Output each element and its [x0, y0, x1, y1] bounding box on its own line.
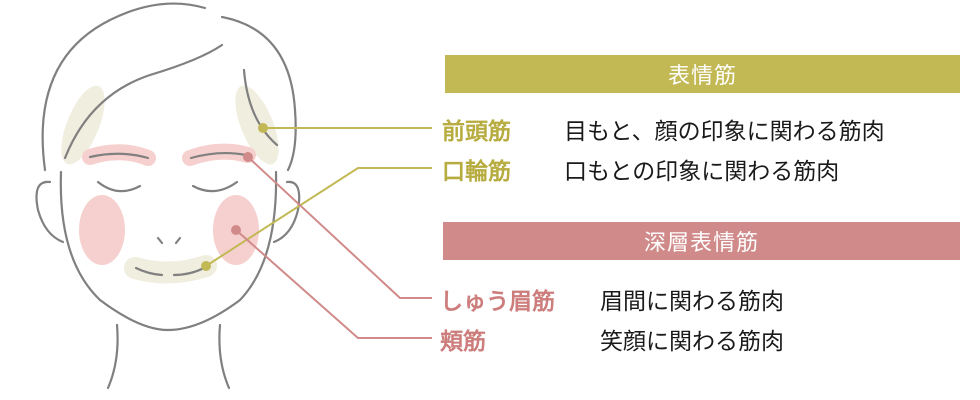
muscle-row-frontalis: 前頭筋 目もと、顔の印象に関わる筋肉: [442, 112, 885, 146]
muscle-name: 頬筋: [440, 329, 486, 355]
muscle-row-buccinator: 頬筋 笑顔に関わる筋肉: [440, 322, 784, 356]
muscle-description: 口もとの印象に関わる筋肉: [564, 159, 840, 185]
face-outline: [35, 2, 301, 390]
leader-lines: [205, 127, 432, 339]
leader-buccinator: [235, 229, 432, 339]
muscle-description: 眉間に関わる筋肉: [600, 289, 784, 315]
leader-dots: [201, 123, 268, 271]
leader-orbicularis: [205, 167, 432, 267]
muscle-row-orbicularis: 口輪筋 口もとの印象に関わる筋肉: [442, 152, 839, 186]
muscle-description: 笑顔に関わる筋肉: [600, 329, 784, 355]
surface-muscles-header: 表情筋: [445, 55, 960, 93]
muscle-name: 前頭筋: [442, 119, 511, 145]
deep-muscles-header: 深層表情筋: [443, 222, 960, 260]
muscle-name: 口輪筋: [442, 159, 511, 185]
leader-corrugator: [247, 156, 432, 299]
muscle-description: 目もと、顔の印象に関わる筋肉: [564, 119, 885, 145]
muscle-row-corrugator: しゅう眉筋 眉間に関わる筋肉: [440, 282, 784, 316]
muscle-name: しゅう眉筋: [440, 289, 555, 315]
deep-muscles-title: 深層表情筋: [643, 231, 759, 256]
surface-muscles-title: 表情筋: [667, 64, 737, 89]
